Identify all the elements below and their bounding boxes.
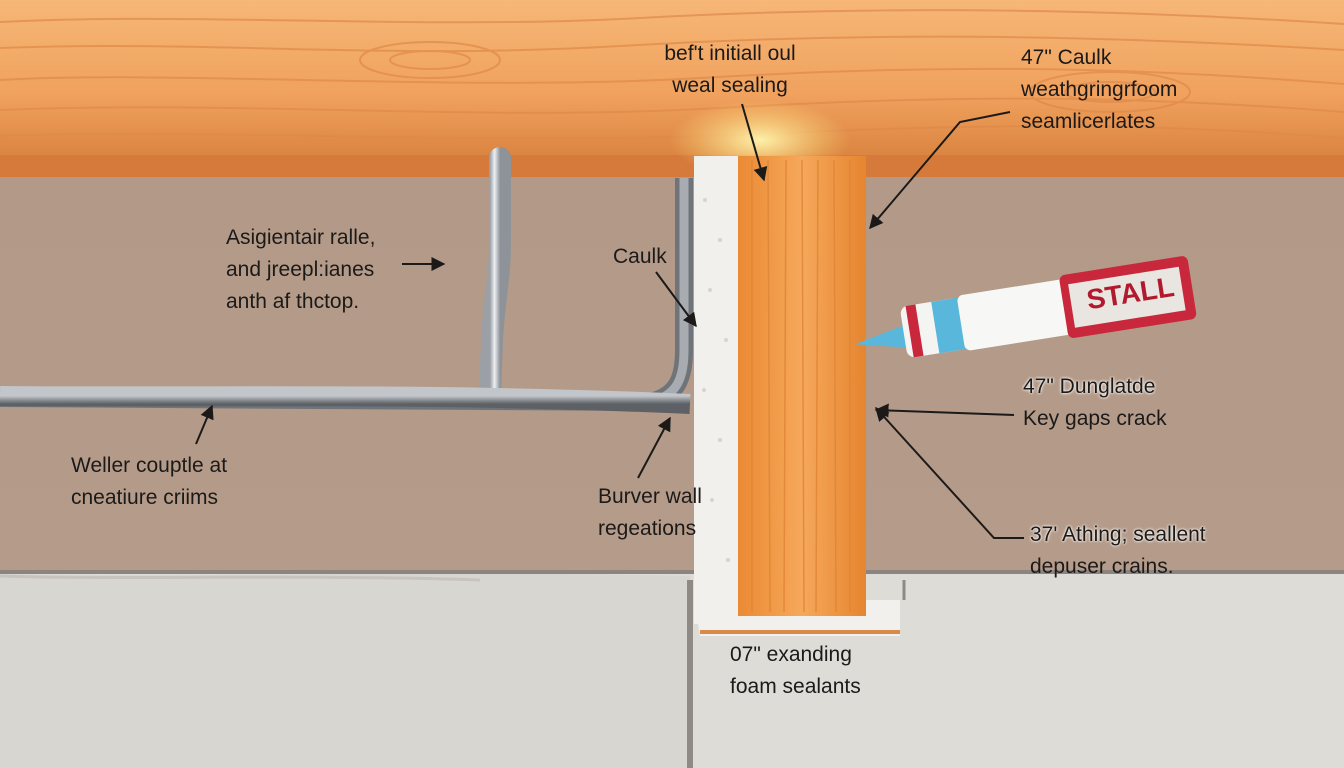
label-key-gaps: 47" Dunglatde Key gaps crack: [1023, 371, 1167, 435]
leader-athing: [875, 406, 1024, 539]
leader-caulk-mid: [655, 271, 697, 328]
leader-caulk-top: [869, 111, 1011, 230]
foundation: [0, 570, 1344, 768]
label-foam-sealants: 07" exanding foam sealants: [730, 639, 861, 703]
leader-dunglatde: [874, 403, 1015, 418]
label-top-sealing: bef't initiall oul weal sealing: [630, 38, 830, 102]
electrical-wire: [0, 178, 693, 414]
label-line: cneatiure criims: [71, 486, 219, 509]
label-wire-note: Weller couptle at cneatiure criims: [71, 450, 227, 514]
label-line: Asigientair ralle,: [226, 226, 376, 249]
leader-wire-note: [195, 404, 214, 445]
label-line: 37' Athing; seallent: [1030, 523, 1206, 546]
label-line: weathgringrfoom: [1021, 78, 1178, 101]
label-caulk-weatherstripping: 47" Caulk weathgringrfoom seamlicerlates: [1021, 42, 1177, 138]
label-line: Weller couptle at: [71, 454, 228, 477]
label-line: 47" Dunglatde: [1023, 375, 1156, 398]
leader-lines: [195, 103, 1024, 539]
caulk-tube: [854, 256, 1197, 358]
label-line: Key gaps crack: [1023, 407, 1167, 430]
label-pipe-note: Asigientair ralle, and jreepl:ianes anth…: [226, 222, 375, 318]
label-line: regeations: [598, 517, 697, 540]
label-line: Caulk: [613, 245, 667, 268]
label-line: anth af thctop.: [226, 290, 360, 313]
rim-joist: [0, 0, 1344, 180]
plumbing-pipe: [479, 147, 511, 407]
label-line: foam sealants: [730, 675, 861, 698]
label-line: seamlicerlates: [1021, 110, 1156, 133]
label-line: Burver wall: [598, 485, 702, 508]
label-line: and jreepl:ianes: [226, 258, 375, 281]
label-barrier-wall: Burver wall regeations: [598, 481, 702, 545]
label-line: depuser crains.: [1030, 555, 1174, 578]
label-sealant: 37' Athing; seallent depuser crains.: [1030, 519, 1206, 583]
label-line: 47" Caulk: [1021, 46, 1112, 69]
leader-top-sealing: [741, 103, 768, 182]
label-line: weal sealing: [672, 74, 788, 97]
label-line: 07" exanding: [730, 643, 852, 666]
wooden-stud: [738, 156, 866, 616]
leader-burver: [637, 416, 671, 479]
label-line: bef't initiall oul: [664, 42, 796, 65]
label-caulk: Caulk: [613, 241, 667, 273]
